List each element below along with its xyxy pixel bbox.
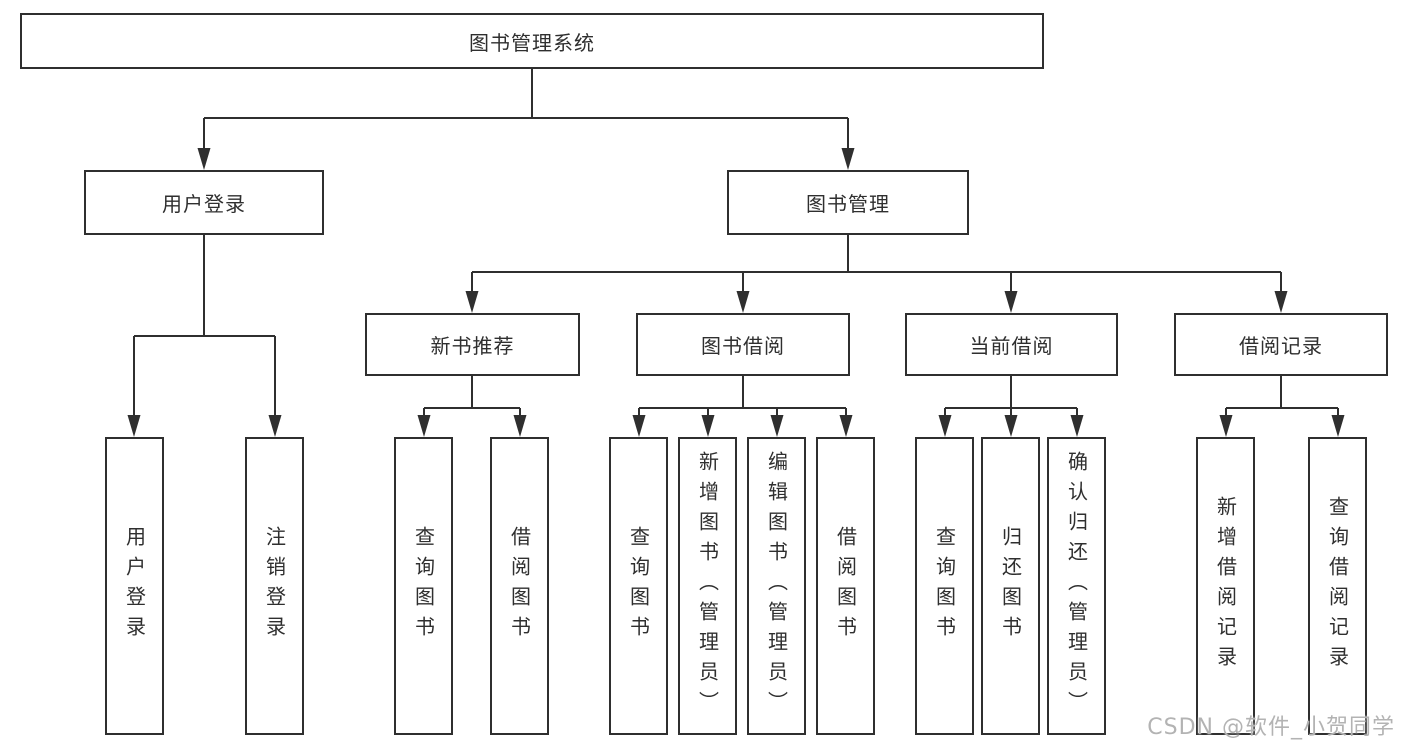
- leaf-query-books-3-label: 查询图书: [932, 526, 957, 646]
- borrowing-records-node: 借阅记录: [1174, 313, 1388, 376]
- leaf-query-books-1: 查询图书: [394, 437, 453, 735]
- leaf-query-borrow-record-label: 查询借阅记录: [1325, 496, 1350, 676]
- leaf-return-book: 归还图书: [981, 437, 1040, 735]
- leaf-query-books-1-label: 查询图书: [411, 526, 436, 646]
- book-borrowing-node: 图书借阅: [636, 313, 850, 376]
- leaf-query-borrow-record: 查询借阅记录: [1308, 437, 1367, 735]
- new-book-recommendation-label: 新书推荐: [430, 334, 515, 358]
- leaf-query-books-2-label: 查询图书: [626, 526, 651, 646]
- borrowing-records-label: 借阅记录: [1239, 334, 1323, 358]
- leaf-add-book-admin: 新增图书（管理员）: [678, 437, 737, 735]
- book-management-node-label: 图书管理: [806, 192, 890, 216]
- book-borrowing-label: 图书借阅: [701, 334, 785, 358]
- leaf-borrow-books-1-label: 借阅图书: [507, 526, 532, 646]
- leaf-edit-book-admin: 编辑图书（管理员）: [747, 437, 806, 735]
- book-management-node: 图书管理: [727, 170, 969, 235]
- leaf-logout: 注销登录: [245, 437, 304, 735]
- user-login-node-label: 用户登录: [162, 192, 246, 216]
- leaf-borrow-books-2-label: 借阅图书: [833, 526, 858, 646]
- leaf-add-borrow-record-label: 新增借阅记录: [1213, 496, 1238, 676]
- leaf-borrow-books-2: 借阅图书: [816, 437, 875, 735]
- leaf-edit-book-admin-label: 编辑图书（管理员）: [764, 451, 789, 721]
- leaf-borrow-books-1: 借阅图书: [490, 437, 549, 735]
- leaf-query-books-2: 查询图书: [609, 437, 668, 735]
- leaf-logout-label: 注销登录: [262, 526, 287, 646]
- arrowheads: [127, 148, 1345, 437]
- leaf-confirm-return-admin: 确认归还（管理员）: [1047, 437, 1106, 735]
- leaf-user-login: 用户登录: [105, 437, 164, 735]
- leaf-user-login-label: 用户登录: [122, 526, 147, 646]
- user-login-node: 用户登录: [84, 170, 324, 235]
- leaf-confirm-return-admin-label: 确认归还（管理员）: [1064, 451, 1089, 721]
- current-borrowing-node: 当前借阅: [905, 313, 1118, 376]
- leaf-query-books-3: 查询图书: [915, 437, 974, 735]
- leaf-add-book-admin-label: 新增图书（管理员）: [695, 451, 720, 721]
- csdn-watermark: CSDN @软件_小贺同学: [1147, 715, 1395, 740]
- current-borrowing-label: 当前借阅: [969, 334, 1054, 358]
- new-book-recommendation-node: 新书推荐: [365, 313, 580, 376]
- root-node-label: 图书管理系统: [469, 30, 595, 55]
- leaf-add-borrow-record: 新增借阅记录: [1196, 437, 1255, 735]
- root-node-library-management-system: 图书管理系统: [20, 13, 1044, 69]
- leaf-return-book-label: 归还图书: [998, 526, 1023, 646]
